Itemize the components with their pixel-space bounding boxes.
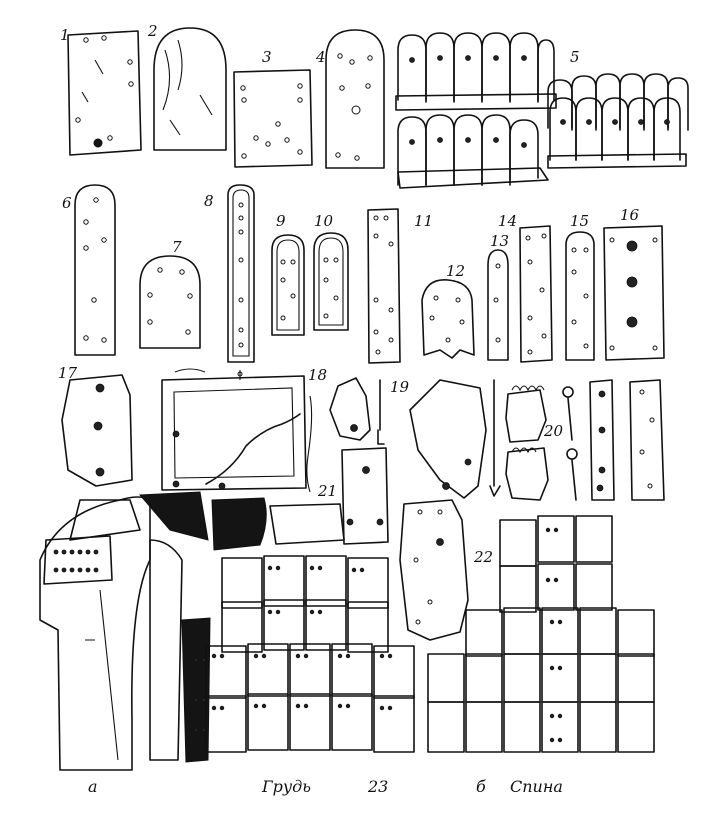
label-15: 15 xyxy=(570,212,589,230)
plate-15 xyxy=(565,231,595,361)
label-10: 10 xyxy=(314,212,334,230)
plate-18-frame xyxy=(161,368,313,493)
plate-1 xyxy=(67,30,142,156)
label-5: 5 xyxy=(570,48,580,66)
plate-17 xyxy=(61,374,133,487)
label-23: 23 xyxy=(367,777,388,796)
label-8: 8 xyxy=(204,192,214,210)
plate-11 xyxy=(367,208,401,364)
plate-2 xyxy=(153,27,227,151)
caption-back: Спина xyxy=(510,777,563,796)
caption-b: б xyxy=(476,777,486,796)
plate-19 xyxy=(329,377,501,499)
plate-5-lamellae xyxy=(395,32,689,189)
plate-12 xyxy=(421,279,475,359)
plate-4 xyxy=(325,29,385,169)
dot-rows-left xyxy=(53,549,207,733)
caption-a: а xyxy=(88,777,98,796)
armor-reconstruction-a xyxy=(39,491,345,771)
label-2: 2 xyxy=(147,22,158,40)
plate-3 xyxy=(233,69,313,168)
plate-20-fittings xyxy=(505,379,665,501)
label-3: 3 xyxy=(262,48,272,66)
armor-chest-lamellae xyxy=(205,555,415,753)
label-21: 21 xyxy=(317,482,337,500)
label-19: 19 xyxy=(390,378,410,396)
label-20: 20 xyxy=(543,422,564,440)
label-9: 9 xyxy=(276,212,286,230)
label-22: 22 xyxy=(473,548,493,566)
label-1: 1 xyxy=(60,26,70,44)
label-7: 7 xyxy=(172,238,182,256)
plate-22 xyxy=(399,499,469,641)
plate-6 xyxy=(74,184,116,356)
label-18: 18 xyxy=(308,366,327,384)
plate-7 xyxy=(139,255,201,349)
label-13: 13 xyxy=(490,232,509,250)
plate-10 xyxy=(313,232,349,331)
label-6: 6 xyxy=(62,194,72,212)
caption-chest: Грудь xyxy=(261,777,311,796)
plate-8 xyxy=(227,184,255,363)
plate-14 xyxy=(519,225,553,363)
back-holes xyxy=(545,527,563,743)
plate-21 xyxy=(341,447,389,545)
label-16: 16 xyxy=(620,206,640,224)
label-14: 14 xyxy=(498,212,517,230)
label-12: 12 xyxy=(446,262,465,280)
armor-back-lamellae xyxy=(427,515,655,753)
chest-holes xyxy=(211,565,393,711)
plate-16 xyxy=(603,225,665,361)
plate-9 xyxy=(271,234,305,336)
plate-13 xyxy=(487,249,509,361)
label-17: 17 xyxy=(58,364,78,382)
label-4: 4 xyxy=(315,48,326,66)
label-11: 11 xyxy=(414,212,433,230)
